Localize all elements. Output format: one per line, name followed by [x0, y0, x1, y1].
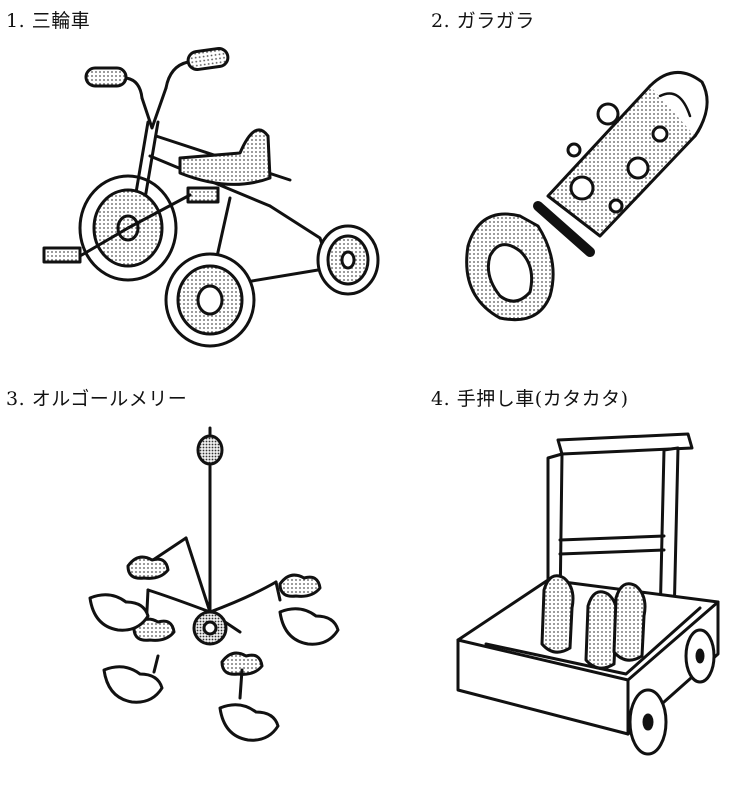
item-number: 1. — [6, 10, 26, 32]
item-label: 手押し車(カタカタ) — [456, 388, 629, 410]
tricycle-icon — [42, 46, 380, 348]
item-number: 2. — [431, 10, 451, 32]
item-label: オルゴールメリー — [31, 388, 188, 410]
rattle-icon — [465, 71, 709, 322]
item-caption: 3. オルゴールメリー — [6, 384, 187, 411]
push-cart-icon — [456, 432, 720, 756]
item-number: 3. — [6, 388, 26, 410]
item-label: ガラガラ — [456, 10, 535, 32]
item-caption: 1. 三輪車 — [6, 6, 90, 33]
item-label: 三輪車 — [31, 10, 91, 32]
item-number: 4. — [431, 388, 451, 410]
music-box-mobile-icon — [88, 426, 340, 742]
item-caption: 4. 手押し車(カタカタ) — [431, 384, 629, 411]
item-caption: 2. ガラガラ — [431, 6, 535, 33]
